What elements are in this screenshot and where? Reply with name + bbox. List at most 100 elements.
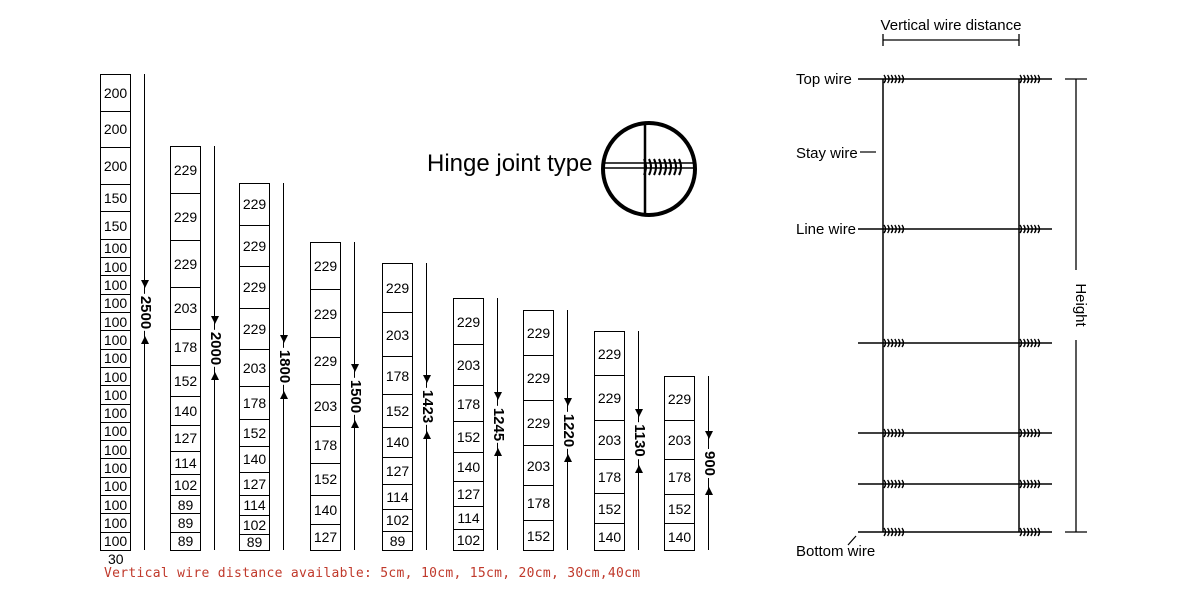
hinge-knot-icon bbox=[883, 338, 905, 348]
hinge-knot-icon bbox=[883, 74, 905, 84]
height-dimension bbox=[1065, 78, 1087, 533]
spacing-cell: 100 bbox=[100, 385, 131, 405]
hinge-knot-icon bbox=[1019, 479, 1041, 489]
spacing-cell: 100 bbox=[100, 366, 131, 387]
hinge-knot-icon bbox=[1019, 428, 1041, 438]
spacing-cell: 152 bbox=[664, 493, 695, 524]
height-arrow-1245: 1245 bbox=[488, 298, 508, 550]
spacing-cell: 100 bbox=[100, 403, 131, 423]
spacing-cell: 229 bbox=[239, 224, 270, 268]
spacing-cell: 140 bbox=[594, 522, 625, 551]
hinge-knot-icon bbox=[1019, 338, 1041, 348]
spacing-cell: 178 bbox=[594, 458, 625, 495]
spacing-cell: 127 bbox=[453, 480, 484, 508]
spacing-cell: 152 bbox=[594, 493, 625, 524]
spacing-cell: 89 bbox=[170, 513, 201, 533]
spacing-cell: 127 bbox=[382, 457, 413, 486]
spacing-cell: 229 bbox=[664, 376, 695, 422]
spacing-cell: 229 bbox=[239, 266, 270, 309]
spacing-cell: 229 bbox=[453, 298, 484, 346]
spacing-cell: 152 bbox=[310, 463, 341, 496]
arrow-down-icon bbox=[494, 392, 502, 400]
arrow-up-icon bbox=[494, 448, 502, 456]
spacing-cell: 127 bbox=[310, 523, 341, 551]
spacing-cell: 200 bbox=[100, 147, 131, 185]
spacing-cell: 152 bbox=[453, 421, 484, 454]
spacing-cell: 100 bbox=[100, 348, 131, 368]
spacing-cell: 100 bbox=[100, 513, 131, 533]
spacing-cell: 100 bbox=[100, 275, 131, 295]
arrow-down-icon bbox=[351, 364, 359, 372]
height-arrow-2000: 2000 bbox=[205, 146, 225, 550]
spacing-cell: 102 bbox=[170, 474, 201, 497]
spacing-cell: 100 bbox=[100, 476, 131, 497]
spacing-cell: 150 bbox=[100, 211, 131, 240]
arrow-down-icon bbox=[705, 431, 713, 439]
spacing-cell: 229 bbox=[523, 355, 554, 402]
height-arrow-1220: 1220 bbox=[558, 310, 578, 550]
height-arrow-1130: 1130 bbox=[629, 331, 649, 550]
spacing-cell: 89 bbox=[382, 530, 413, 551]
spacing-cell: 178 bbox=[170, 328, 201, 367]
column-total-label: 2500 bbox=[135, 293, 155, 331]
vertical-distance-label: Vertical wire distance bbox=[881, 17, 1022, 34]
column-total-label: 1500 bbox=[345, 377, 365, 415]
column-total-label: 1220 bbox=[558, 411, 578, 449]
spacing-cell: 203 bbox=[594, 419, 625, 460]
spacing-cell: 152 bbox=[239, 418, 270, 448]
height-arrow-1423: 1423 bbox=[417, 263, 437, 550]
vertical-distance-note: Vertical wire distance available: 5cm, 1… bbox=[104, 566, 641, 581]
spacing-cell: 102 bbox=[239, 515, 270, 535]
arrow-up-icon bbox=[211, 372, 219, 380]
fence-elevation-diagram: Vertical wire distance Height Top wire S… bbox=[796, 17, 1089, 560]
column-total-label: 2000 bbox=[205, 329, 225, 367]
spacing-cell: 152 bbox=[382, 394, 413, 428]
column-total-label: 1423 bbox=[417, 387, 437, 426]
column-total-label: 1130 bbox=[629, 422, 649, 459]
hinge-knot-icon bbox=[883, 479, 905, 489]
spacing-cell: 178 bbox=[310, 426, 341, 465]
spacing-cell: 100 bbox=[100, 293, 131, 313]
spacing-cell: 229 bbox=[523, 400, 554, 447]
arrow-up-icon bbox=[141, 336, 149, 344]
spacing-cell: 89 bbox=[170, 531, 201, 551]
arrow-up-icon bbox=[280, 390, 288, 399]
spacing-cell: 229 bbox=[310, 289, 341, 338]
height-label: Height bbox=[1072, 283, 1089, 327]
spacing-cell: 229 bbox=[170, 146, 201, 194]
spacing-cell: 102 bbox=[382, 508, 413, 532]
spacing-cell: 140 bbox=[170, 396, 201, 426]
arrow-down-icon bbox=[564, 398, 572, 406]
spacing-cell: 100 bbox=[100, 458, 131, 478]
spacing-cell: 152 bbox=[523, 520, 554, 551]
spacing-cell: 100 bbox=[100, 440, 131, 460]
hinge-knot-icon bbox=[1019, 224, 1041, 234]
spacing-cell: 114 bbox=[382, 484, 413, 510]
spacing-cell: 203 bbox=[453, 344, 484, 387]
arrow-up-icon bbox=[351, 420, 359, 428]
hinge-knot-icon bbox=[883, 224, 905, 234]
column-total-label: 900 bbox=[699, 448, 719, 478]
spacing-cell: 203 bbox=[170, 286, 201, 330]
spacing-cell: 178 bbox=[453, 385, 484, 423]
spacing-cell: 150 bbox=[100, 183, 131, 213]
spacing-cell: 100 bbox=[100, 238, 131, 259]
spacing-cell: 229 bbox=[310, 242, 341, 291]
spacing-cell: 203 bbox=[239, 349, 270, 388]
spacing-cell: 114 bbox=[239, 494, 270, 517]
arrow-down-icon bbox=[280, 334, 288, 343]
spacing-cell: 89 bbox=[170, 495, 201, 515]
spacing-cell: 140 bbox=[453, 452, 484, 482]
spacing-cell: 229 bbox=[523, 310, 554, 357]
spacing-cell: 203 bbox=[523, 445, 554, 487]
arrow-down-icon bbox=[635, 408, 643, 417]
arrow-up-icon bbox=[564, 454, 572, 462]
spacing-cell: 102 bbox=[453, 529, 484, 551]
hinge-knots bbox=[883, 74, 1041, 537]
